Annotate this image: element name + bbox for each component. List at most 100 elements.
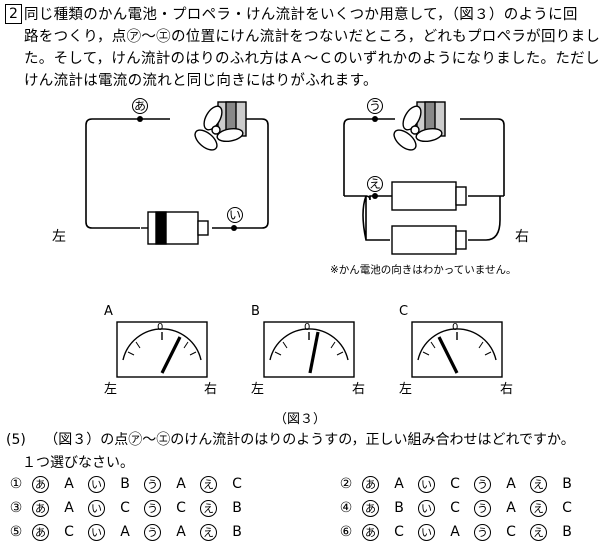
meter-B-left: 左 xyxy=(251,382,265,397)
point-a-dot xyxy=(137,116,143,122)
option-point: い xyxy=(88,500,105,517)
option-point: え xyxy=(530,524,547,541)
option-point: あ xyxy=(362,524,379,541)
option-number: ③ xyxy=(9,500,23,516)
meter-C-left: 左 xyxy=(399,382,413,397)
option-meter: C xyxy=(120,500,130,516)
figure-caption: （図３） xyxy=(273,412,326,427)
meter-C-letter: C xyxy=(399,304,409,319)
meter-B xyxy=(263,321,355,378)
meter-A-letter: A xyxy=(104,304,113,319)
option-point: え xyxy=(530,500,547,517)
option-meter: C xyxy=(64,524,74,540)
question-line: 同じ種類のかん電池・プロペラ・けん流計をいくつか用意して，（図３）のように回 xyxy=(24,7,578,23)
option-point: え xyxy=(200,476,217,493)
option-meter: C xyxy=(450,476,460,492)
option-point: あ xyxy=(32,476,49,493)
option-meter: B xyxy=(120,476,130,492)
point-a-label: あ xyxy=(132,98,148,114)
option-meter: B xyxy=(232,524,242,540)
battery-note: ※かん電池の向きはわかっていません。 xyxy=(330,264,517,276)
option-meter: C xyxy=(450,500,460,516)
option-point: う xyxy=(474,500,491,517)
option-meter: A xyxy=(394,476,404,492)
question-line: けん流計は電流の流れと同じ向きにはりがふれます。 xyxy=(24,73,378,89)
option-point: え xyxy=(530,476,547,493)
propeller-left xyxy=(194,101,247,151)
left-label: 左 xyxy=(52,229,66,245)
battery-right-bottom xyxy=(391,225,467,255)
option-point: あ xyxy=(362,500,379,517)
question-text: 同じ種類のかん電池・プロペラ・けん流計をいくつか用意して，（図３）のように回 路… xyxy=(24,4,600,92)
meter-C-zero: 0 xyxy=(452,322,459,333)
option-meter: A xyxy=(64,500,74,516)
option-number: ④ xyxy=(339,500,353,516)
option-point: う xyxy=(144,524,161,541)
option-number: ① xyxy=(9,476,23,492)
option-point: あ xyxy=(362,476,379,493)
point-e-label: え xyxy=(367,176,383,192)
meter-B-zero: 0 xyxy=(304,322,311,333)
point-e-dot xyxy=(372,193,378,199)
option-point: え xyxy=(200,500,217,517)
meter-A-zero: 0 xyxy=(157,322,164,333)
meter-B-right: 右 xyxy=(352,382,366,397)
option-point: い xyxy=(88,476,105,493)
option-point: い xyxy=(418,476,435,493)
meter-A-right: 右 xyxy=(204,382,218,397)
option-meter: A xyxy=(64,476,74,492)
meter-A-left: 左 xyxy=(104,382,118,397)
option-meter: B xyxy=(232,500,242,516)
right-label: 右 xyxy=(515,229,529,245)
left-circuit-wire xyxy=(85,118,269,229)
option-point: あ xyxy=(32,500,49,517)
option-number: ⑤ xyxy=(9,524,23,540)
option-meter: B xyxy=(562,524,572,540)
meter-B-letter: B xyxy=(251,304,260,319)
option-meter: A xyxy=(506,476,516,492)
meter-C xyxy=(411,321,503,378)
q5-label: (5) xyxy=(6,432,26,448)
option-meter: B xyxy=(562,476,572,492)
point-u-label: う xyxy=(367,98,383,114)
point-i-dot xyxy=(231,225,237,231)
question-line: た。そして，けん流計のはりのふれ方はＡ～Ｃのいずれかのようになりました。ただし， xyxy=(24,51,600,67)
option-meter: C xyxy=(506,524,516,540)
right-circuit-wire xyxy=(343,118,505,196)
option-meter: A xyxy=(176,476,186,492)
option-meter: A xyxy=(120,524,130,540)
point-u-dot xyxy=(372,116,378,122)
option-point: う xyxy=(144,476,161,493)
option-meter: C xyxy=(394,524,404,540)
option-point: う xyxy=(474,524,491,541)
option-point: い xyxy=(418,500,435,517)
battery-left xyxy=(141,211,209,245)
propeller-right xyxy=(393,101,446,151)
option-meter: C xyxy=(176,500,186,516)
option-number: ⑥ xyxy=(339,524,353,540)
option-meter: A xyxy=(450,524,460,540)
option-point: あ xyxy=(32,524,49,541)
point-i-label: い xyxy=(227,207,243,223)
option-number: ② xyxy=(339,476,353,492)
meter-A xyxy=(116,321,208,378)
q5-text2: １つ選びなさい。 xyxy=(22,455,134,471)
option-point: う xyxy=(144,500,161,517)
q5-prompt: (5) （図３）の点㋐～㋓のけん流計のはりのようすの，正しい組み合わせはどれです… xyxy=(6,430,575,450)
battery-right-top xyxy=(391,181,467,211)
option-point: い xyxy=(88,524,105,541)
option-point: う xyxy=(474,476,491,493)
option-meter: C xyxy=(562,500,572,516)
option-point: い xyxy=(418,524,435,541)
q5-text: （図３）の点㋐～㋓のけん流計のはりのようすの，正しい組み合わせはどれですか。 xyxy=(44,432,575,448)
question-number: 2 xyxy=(5,4,22,24)
option-meter: A xyxy=(176,524,186,540)
option-meter: A xyxy=(506,500,516,516)
